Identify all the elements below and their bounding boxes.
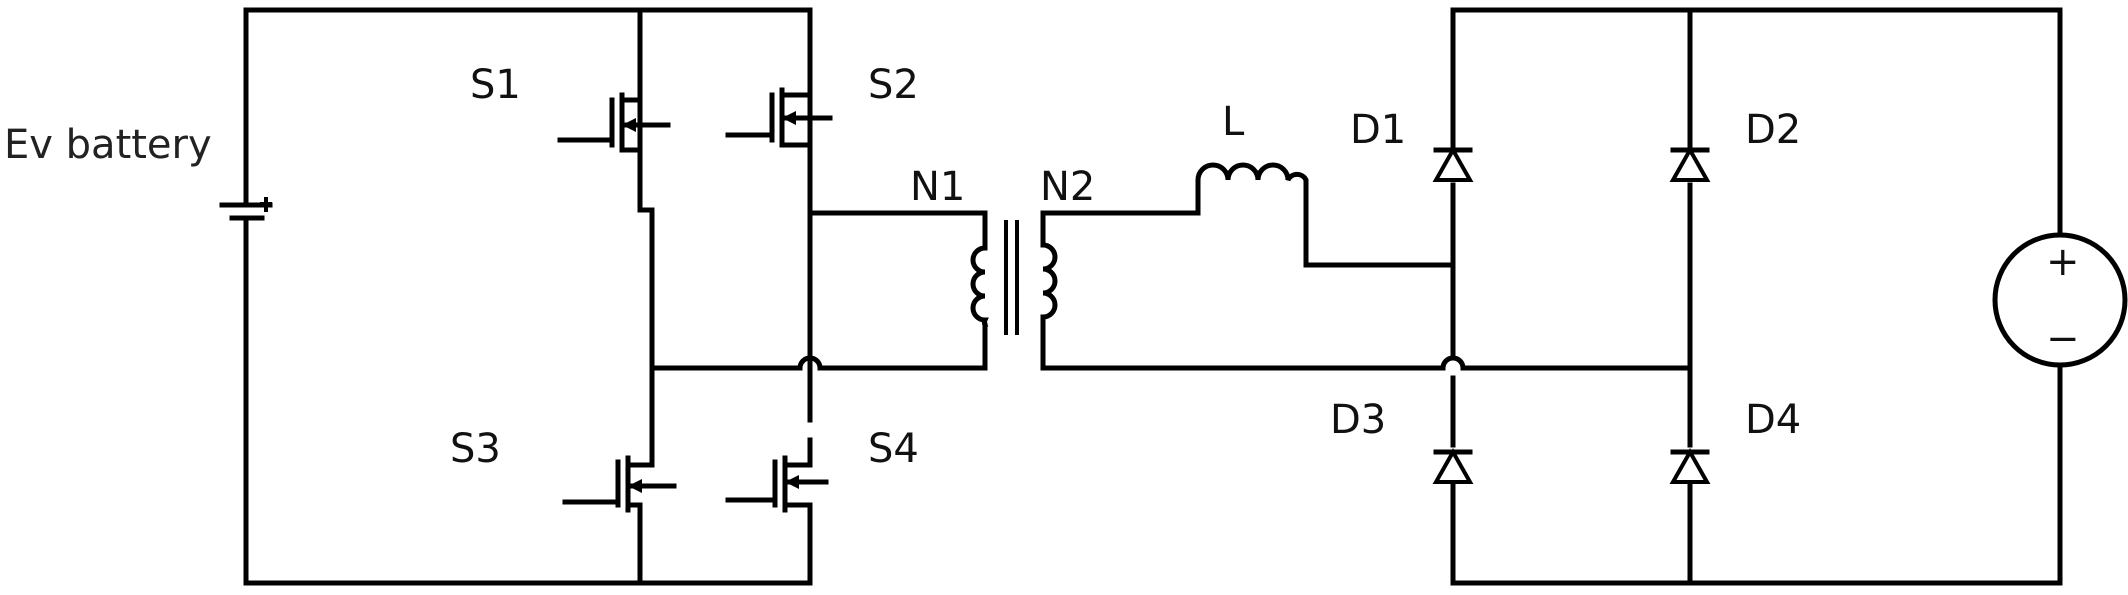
diode-d1-icon	[1432, 145, 1474, 182]
diode-d3-icon	[1432, 447, 1474, 484]
n1-label: N1	[910, 164, 965, 210]
inductor-label: L	[1222, 99, 1245, 145]
n2-label: N2	[1040, 164, 1095, 210]
d3-label: D3	[1330, 397, 1386, 443]
transformer-icon	[970, 210, 1058, 335]
s4-label: S4	[868, 426, 919, 472]
dc-source-icon	[1992, 232, 2128, 368]
minus-label: −	[2046, 316, 2080, 362]
primary-loop-wires	[243, 7, 988, 586]
mosfet-s2-icon	[725, 87, 833, 148]
d1-label: D1	[1350, 107, 1406, 153]
diode-d4-icon	[1669, 447, 1711, 484]
plus-label: +	[2046, 239, 2080, 285]
diode-d2-icon	[1669, 145, 1711, 182]
mosfet-s1-icon	[557, 7, 671, 193]
inductor-icon	[1195, 162, 1309, 268]
battery-label: Ev battery	[4, 122, 212, 168]
s3-label: S3	[450, 426, 501, 472]
s1-label: S1	[470, 62, 521, 108]
d4-label: D4	[1745, 397, 1801, 443]
mosfet-s4-icon	[725, 455, 829, 513]
battery-icon	[219, 197, 273, 235]
secondary-wires	[1040, 7, 2063, 586]
d2-label: D2	[1745, 107, 1801, 153]
mosfet-s3-icon	[562, 455, 677, 513]
s2-label: S2	[868, 62, 919, 108]
